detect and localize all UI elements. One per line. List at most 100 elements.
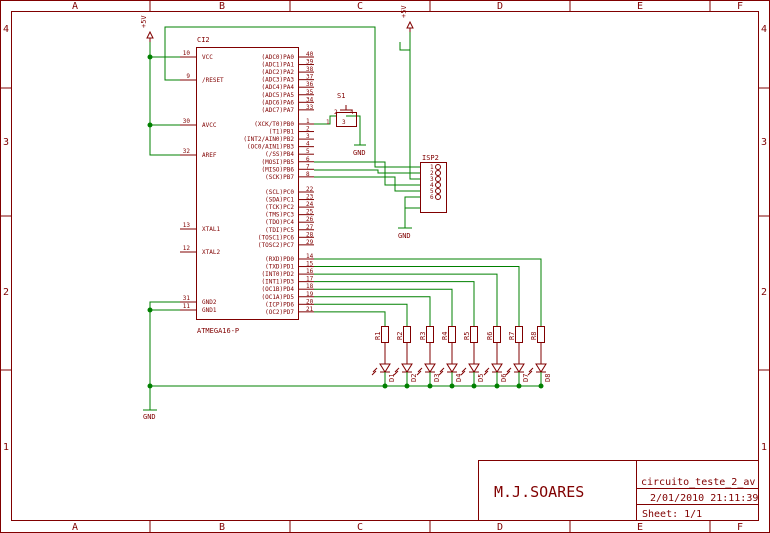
switch-pin-number: 1 [326,119,330,126]
zone-column-bottom-A: A [72,522,78,533]
zone-column-bottom-B: B [219,522,225,533]
ic-right-pin-name: (ADC5)PA5 [261,92,294,99]
ic-right-pin-number: 15 [306,261,314,268]
isp-pin-pad [435,170,441,176]
ic-right-pin-number: 14 [306,253,314,260]
ic-left-pin-number: 30 [183,118,191,125]
resistor-r6 [493,326,501,343]
resistor-label: R4 [441,332,449,340]
zone-column-top-B: B [219,1,225,12]
ic-left-pin-number: 13 [183,222,191,229]
resistor-r4 [448,326,456,343]
zone-column-bottom-E: E [637,522,643,533]
ic-right-pin-name: (TDI)PC5 [265,227,294,234]
led-d3 [424,363,436,373]
ic-right-pin-name: (ADC6)PA6 [261,99,294,106]
gnd-label: GND [398,232,411,240]
ic-right-pin-name: (ADC1)PA1 [261,62,294,69]
ic-right-pin-number: 39 [306,59,314,66]
resistor-label: R1 [374,332,382,340]
vcc-label: +5V [140,15,148,28]
ic-right-pin-number: 36 [306,81,314,88]
led-label: D4 [455,374,463,382]
ic-right-pin-number: 4 [306,141,310,148]
isp-pin-pad [435,164,441,170]
ic-left-pin-number: 31 [183,295,191,302]
date-time: 2/01/2010 21:11:39 [650,493,758,504]
zone-column-top-A: A [72,1,78,12]
ic-left-pin-name: /RESET [202,77,224,84]
led-d6 [491,363,503,373]
zone-column-top-D: D [497,1,503,12]
ic-right-pin-name: (XCK/T0)PB0 [254,121,294,128]
ic-left-pin-number: 9 [186,73,190,80]
zone-row-left-4: 4 [3,24,9,35]
ic-left-pin-number: 32 [183,148,191,155]
ic-right-pin-name: (INT0)PD2 [261,271,294,278]
led-d7 [513,363,525,373]
led-d5 [468,363,480,373]
ic-right-pin-name: (ADC3)PA3 [261,77,294,84]
resistor-r1 [381,326,389,343]
switch-s1 [336,112,357,127]
ic-left-pin-number: 11 [183,303,191,310]
led-label: D5 [477,374,485,382]
led-d1 [379,363,391,373]
ic-right-pin-name: (ADC4)PA4 [261,84,294,91]
ic-body [196,47,299,320]
led-d2 [401,363,413,373]
isp-pin-pad [435,176,441,182]
led-label: D6 [500,374,508,382]
isp-pin-number: 6 [430,194,434,201]
ic-right-pin-number: 6 [306,156,310,163]
resistor-label: R5 [463,332,471,340]
ic-right-pin-number: 2 [306,126,310,133]
ic-right-pin-number: 33 [306,104,314,111]
resistor-label: R3 [419,332,427,340]
isp-label: ISP2 [422,154,439,162]
ic-right-pin-name: (TOSC2)PC7 [258,242,295,249]
zone-row-right-3: 3 [761,137,767,148]
ic-right-pin-name: (ADC0)PA0 [261,54,294,61]
ic-right-pin-name: (RXD)PD0 [265,256,294,263]
ic-left-pin-name: GND2 [202,299,217,306]
ic-right-pin-name: (T1)PB1 [269,129,295,136]
led-label: D7 [522,374,530,382]
ic-right-pin-number: 20 [306,298,314,305]
gnd-label: GND [353,149,366,157]
ic-right-pin-number: 28 [306,231,314,238]
ic-right-pin-number: 35 [306,89,314,96]
zone-column-bottom-C: C [357,522,363,533]
ic-right-pin-name: (MISO)PB6 [261,166,294,173]
vcc-label: +5V [400,5,408,18]
resistor-r8 [537,326,545,343]
gnd-label: GND [143,413,156,421]
ic-right-pin-number: 16 [306,268,314,275]
resistor-r2 [403,326,411,343]
isp-connector [420,162,447,213]
isp-pin-number: 2 [430,170,434,177]
ic-right-pin-name: (SCK)PB7 [265,174,294,181]
switch-label: S1 [337,92,345,100]
ic-right-pin-name: (OC2)PD7 [265,309,294,316]
ic-right-pin-number: 19 [306,291,314,298]
led-label: D3 [433,374,441,382]
ic-left-pin-name: AREF [202,152,217,159]
zone-row-left-3: 3 [3,137,9,148]
led-d4 [446,363,458,373]
isp-pin-number: 3 [430,176,434,183]
ic-right-pin-name: (OC1B)PD4 [261,286,294,293]
ic-right-pin-number: 37 [306,74,314,81]
ic-value: ATMEGA16-P [197,327,239,335]
ic-left-pin-name: VCC [202,54,213,61]
ic-name: CI2 [197,36,210,44]
ic-right-pin-number: 23 [306,194,314,201]
zone-column-bottom-D: D [497,522,503,533]
ic-right-pin-number: 24 [306,201,314,208]
ic-left-pin-name: GND1 [202,307,217,314]
ic-right-pin-name: (SCL)PC0 [265,189,294,196]
zone-column-top-E: E [637,1,643,12]
ic-right-pin-name: (TXD)PD1 [265,264,294,271]
led-label: D1 [388,374,396,382]
